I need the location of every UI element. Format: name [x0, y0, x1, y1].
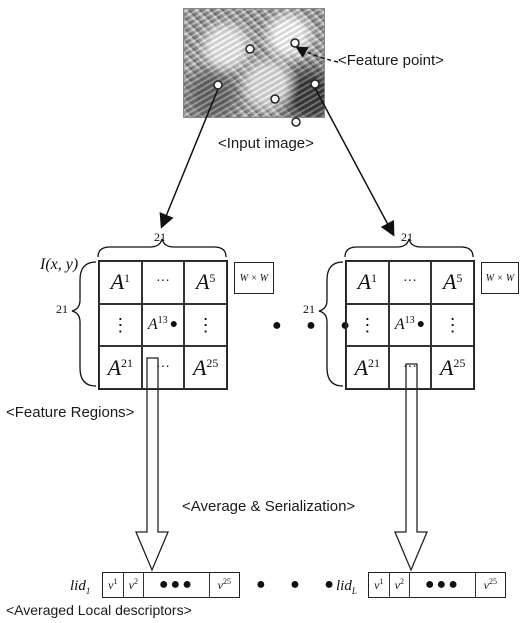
descriptor-ellipsis: ●●●	[144, 573, 210, 597]
feature-point-label: <Feature point>	[338, 52, 444, 69]
cell-vdots: ⋮	[431, 304, 474, 347]
hollow-arrow-right	[395, 364, 427, 570]
coord-label: I(x, y)	[40, 256, 78, 274]
cell-vdots: ⋮	[99, 304, 142, 347]
feature-point	[291, 39, 299, 47]
cell-vdots: ⋮	[184, 304, 227, 347]
feature-regions-label: <Feature Regions>	[6, 404, 134, 421]
cell-hdots: ···	[389, 261, 432, 304]
feature-points	[214, 39, 319, 126]
cell-hdots: ···	[142, 261, 185, 304]
descriptor-id-left: lid1	[70, 578, 90, 596]
arrow-to-right-region	[315, 88, 393, 234]
descriptor-ellipsis: ●●●	[410, 573, 476, 597]
grid-size-left-right: 21	[303, 302, 315, 317]
feature-point	[292, 118, 300, 126]
descriptor-ellipsis-between: ● ● ●	[256, 576, 344, 594]
grid-size-left-left: 21	[56, 302, 68, 317]
side-brace-left	[72, 262, 96, 386]
feature-point	[271, 95, 279, 103]
arrow-to-left-region	[162, 89, 218, 226]
grid-size-top-right: 21	[401, 230, 413, 245]
input-image-label: <Input image>	[218, 135, 314, 152]
cell-vdots: ⋮	[346, 304, 389, 347]
cell-hdots: ···	[389, 346, 432, 389]
feature-point-pointer	[298, 48, 338, 62]
cell-hdots: ···	[142, 346, 185, 389]
descriptor-id-right: lidL	[336, 578, 357, 596]
average-serialization-label: <Average & Serialization>	[182, 498, 355, 515]
grid-size-top-left: 21	[154, 230, 166, 245]
feature-point	[214, 81, 222, 89]
window-size-box-left: W × W	[234, 262, 274, 294]
feature-point	[246, 45, 254, 53]
feature-point	[311, 80, 319, 88]
window-size-box-right: W × W	[481, 262, 519, 294]
averaged-local-descriptors-label: <Averaged Local descriptors>	[6, 602, 192, 618]
